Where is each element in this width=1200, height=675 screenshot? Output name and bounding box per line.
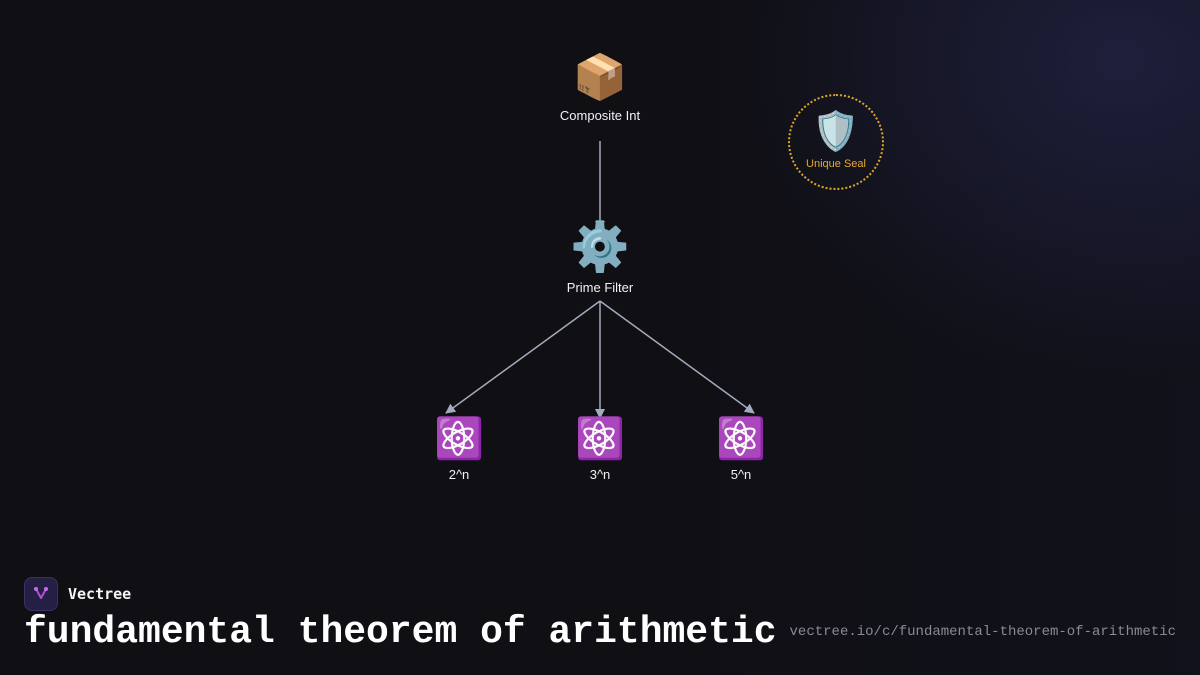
edge-filter-to-5n	[599, 300, 755, 414]
node-2n[interactable]: ⚛️ 2^n	[434, 419, 484, 482]
node-label: 2^n	[448, 467, 470, 482]
atom-icon: ⚛️	[434, 417, 484, 461]
gear-icon: ⚙️	[570, 221, 630, 274]
node-label: Composite Int	[559, 108, 641, 123]
node-label: 5^n	[730, 467, 752, 482]
seal-label: Unique Seal	[806, 158, 866, 170]
page-title: fundamental theorem of arithmetic	[24, 611, 777, 654]
vectree-logo-icon	[24, 577, 58, 611]
shield-icon: 🛡️	[812, 111, 860, 153]
edge-filter-to-2n	[445, 300, 601, 414]
node-prime-filter[interactable]: ⚙️ Prime Filter	[566, 221, 634, 296]
node-label: 3^n	[589, 467, 611, 482]
atom-icon: ⚛️	[716, 417, 766, 461]
node-composite-int[interactable]: 📦 Composite Int	[559, 53, 641, 124]
atom-icon: ⚛️	[575, 417, 625, 461]
package-icon: 📦	[572, 53, 628, 102]
node-3n[interactable]: ⚛️ 3^n	[575, 419, 625, 482]
brand-name: Vectree	[68, 585, 132, 603]
brand[interactable]: Vectree	[24, 577, 131, 611]
source-url[interactable]: vectree.io/c/fundamental-theorem-of-arit…	[789, 624, 1176, 640]
node-label: Prime Filter	[566, 280, 634, 295]
node-5n[interactable]: ⚛️ 5^n	[716, 419, 766, 482]
unique-seal-badge[interactable]: 🛡️ Unique Seal	[788, 94, 884, 190]
